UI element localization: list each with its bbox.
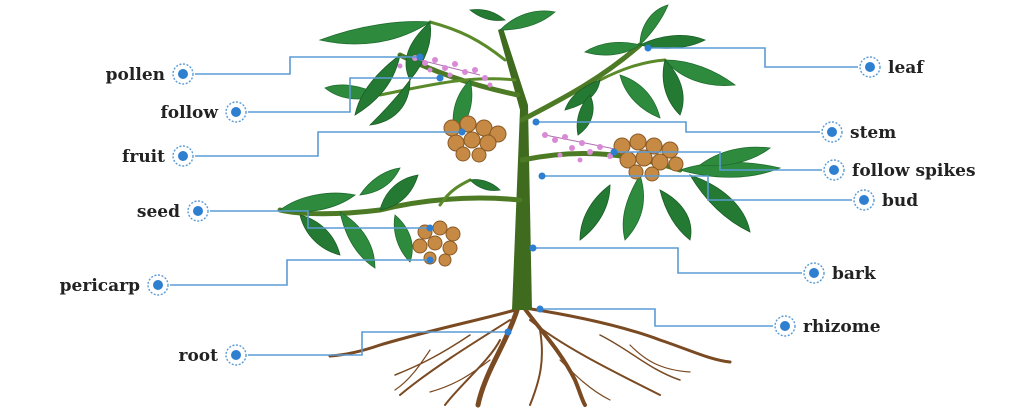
label-fruit: fruit [122, 147, 165, 167]
pericarp-marker [148, 275, 168, 295]
label-bud: bud [882, 191, 918, 211]
fruit-marker [173, 146, 193, 166]
label-pericarp: pericarp [60, 276, 140, 296]
label-stem: stem [850, 123, 896, 143]
bark-marker [804, 263, 824, 283]
stem-marker [822, 122, 842, 142]
label-root: root [179, 346, 219, 366]
fruit-leader [195, 132, 462, 156]
seed-marker [188, 201, 208, 221]
root-system [330, 300, 730, 405]
label-follow-spikes: follow spikes [852, 161, 976, 181]
pericarp-leader [170, 260, 430, 285]
follow-marker [226, 102, 246, 122]
bud-marker [854, 190, 874, 210]
follow-spikes-marker [824, 160, 844, 180]
rhizome-marker [775, 316, 795, 336]
pollen-marker [173, 64, 193, 84]
leaf-marker [860, 57, 880, 77]
bark-leader [533, 248, 802, 273]
label-leaf: leaf [888, 58, 925, 78]
label-rhizome: rhizome [803, 317, 881, 337]
label-bark: bark [832, 264, 877, 284]
label-seed: seed [137, 202, 180, 222]
main-stem [280, 22, 680, 310]
label-follow: follow [160, 103, 218, 123]
root-marker [226, 345, 246, 365]
label-pollen: pollen [106, 65, 165, 85]
